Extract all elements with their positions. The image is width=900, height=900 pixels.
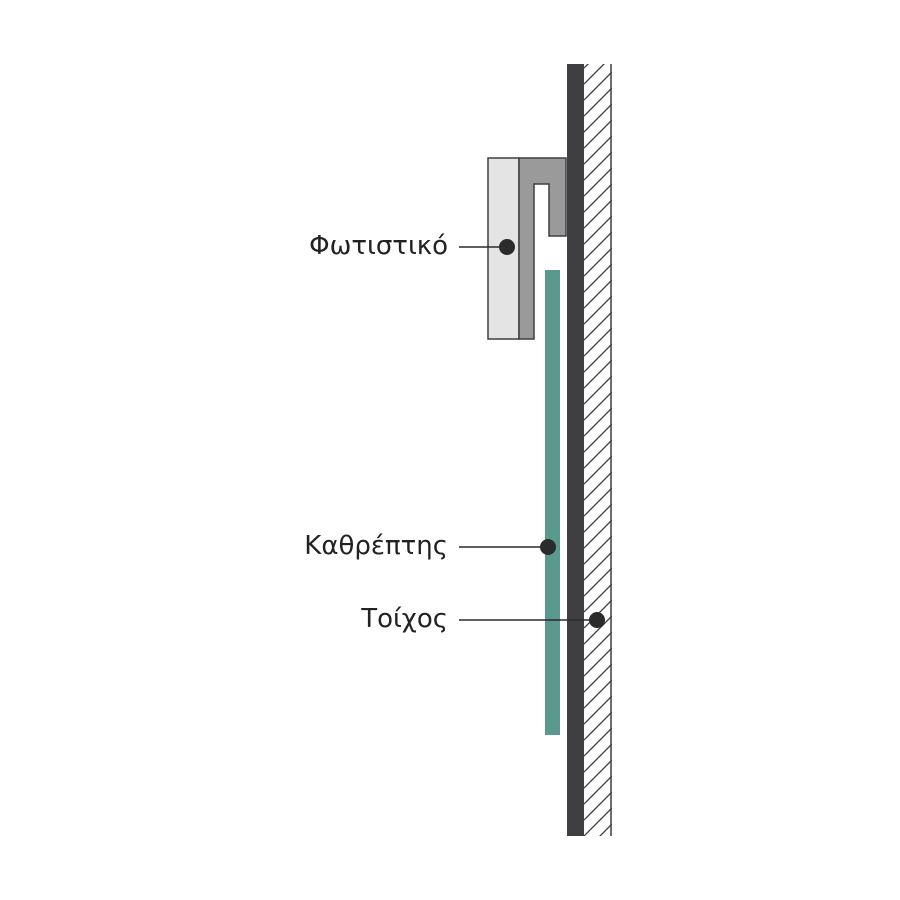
hatch-line	[584, 663, 612, 693]
hatch-line	[584, 183, 612, 213]
hatch-line	[584, 743, 612, 773]
hatch-line	[584, 615, 612, 645]
hatch-line	[584, 439, 612, 469]
hatch-line	[584, 279, 612, 309]
hatch-line	[584, 807, 612, 836]
hatch-line	[584, 679, 612, 709]
hatch-line	[584, 856, 612, 884]
hatch-line	[584, 359, 612, 389]
fixture-label: Φωτιστικό	[309, 231, 448, 261]
hatch-line	[584, 647, 612, 677]
fixture-bracket	[518, 157, 567, 340]
hatch-line	[584, 199, 612, 229]
hatch-line	[584, 391, 612, 421]
hatch-line	[584, 64, 605, 85]
mirror-marker-dot	[540, 539, 556, 555]
hatch-line	[584, 503, 612, 533]
hatch-line	[584, 343, 612, 373]
hatch-line	[584, 840, 612, 868]
mirror-panel	[545, 270, 560, 735]
hatch-line	[584, 551, 612, 581]
hatch-line	[584, 455, 612, 485]
wall-marker-dot	[589, 612, 605, 628]
hatch-line	[584, 247, 612, 277]
wall-hatching	[584, 64, 612, 900]
hatch-line	[584, 167, 612, 197]
hatch-line	[584, 711, 612, 741]
hatch-line	[584, 583, 612, 613]
hatch-line	[584, 631, 612, 661]
hatch-line	[584, 487, 612, 517]
hatch-line	[584, 231, 612, 261]
hatch-line	[584, 791, 612, 821]
hatch-line	[584, 567, 612, 597]
fixture-marker-dot	[499, 239, 515, 255]
hatch-line	[584, 759, 612, 789]
hatch-line	[584, 727, 612, 757]
hatch-line	[584, 535, 612, 565]
hatch-line	[584, 311, 612, 341]
hatch-line	[584, 872, 612, 900]
hatch-line	[584, 519, 612, 549]
wall-label: Τοίχος	[361, 604, 448, 634]
hatch-line	[584, 327, 612, 357]
hatch-line	[584, 295, 612, 325]
hatch-line	[584, 119, 612, 149]
hatch-line	[584, 135, 612, 165]
wall-face	[567, 64, 584, 836]
hatch-line	[584, 64, 589, 69]
hatch-line	[584, 215, 612, 245]
hatch-line	[584, 87, 612, 117]
hatch-line	[584, 407, 612, 437]
mirror-label: Καθρέπτης	[304, 531, 448, 561]
hatch-line	[584, 375, 612, 405]
hatch-line	[584, 775, 612, 805]
hatch-line	[584, 151, 612, 181]
hatch-line	[584, 471, 612, 501]
hatch-line	[584, 71, 612, 101]
hatch-line	[584, 263, 612, 293]
hatch-line	[599, 823, 612, 836]
hatch-line	[584, 103, 612, 133]
hatch-line	[584, 695, 612, 725]
hatch-line	[584, 423, 612, 453]
